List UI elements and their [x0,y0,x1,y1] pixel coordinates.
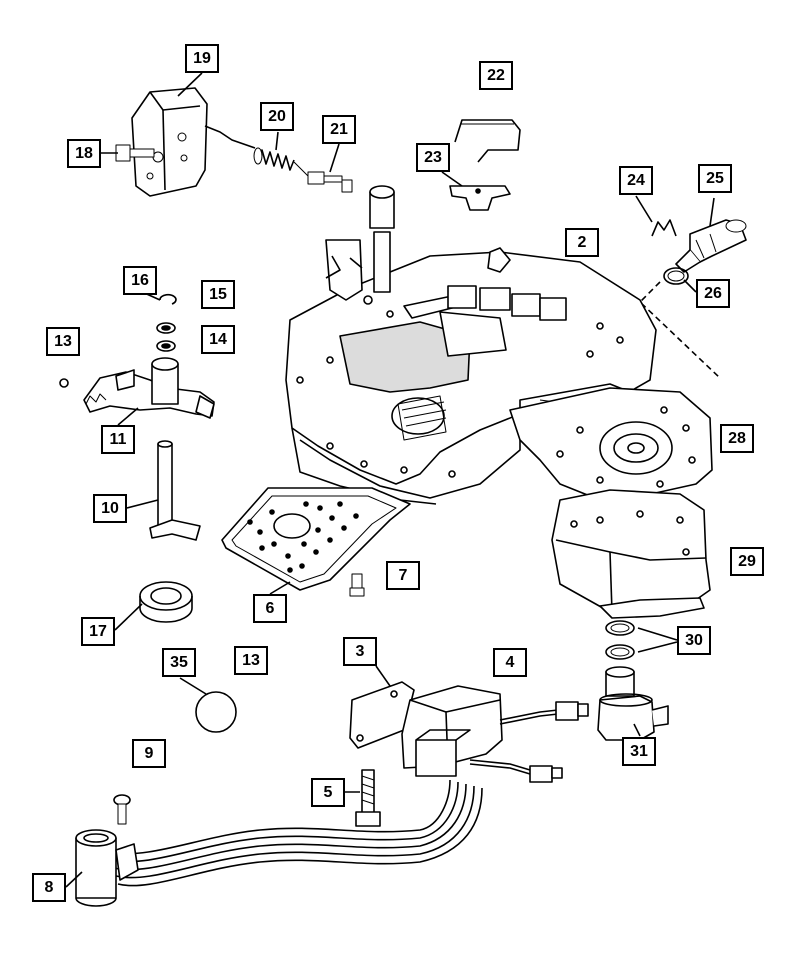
callout-6: 6 [253,594,287,623]
part-29-lower-body [551,489,711,619]
callout-19: 19 [185,44,219,73]
part-24-clip [651,219,677,237]
part-30-o-ring-lower [605,644,635,660]
part-20-spring [253,147,295,171]
callout-26: 26 [696,279,730,308]
callout-22: 22 [479,61,513,90]
callout-3: 3 [343,637,377,666]
callout-31: 31 [622,737,656,766]
part-11-lever [83,357,215,419]
callout-18: 18 [67,139,101,168]
part-25-sensor [675,219,747,273]
part-31-sensor [597,666,669,741]
part-13-check-ball [59,378,69,388]
callout-35: 35 [162,648,196,677]
callout-17: 17 [81,617,115,646]
part-17-seal [139,581,193,623]
part-21-valve [293,161,353,193]
callout-13-center: 13 [234,646,268,675]
callout-28: 28 [720,424,754,453]
part-8-harness [75,779,483,907]
callout-24: 24 [619,166,653,195]
part-4-solenoid-pack [401,685,589,783]
part-9-screw [113,794,131,825]
callout-16: 16 [123,266,157,295]
part-26-o-ring [663,267,689,285]
callout-25: 25 [698,164,732,193]
callout-23: 23 [416,143,450,172]
callout-11: 11 [101,425,135,454]
part-6-filter [221,487,411,591]
part-28-separator-plate [509,387,713,501]
callout-14: 14 [201,325,235,354]
part-23-bracket [449,185,511,211]
part-16-e-clip [159,293,177,305]
part-7-plug [349,573,365,597]
callout-8: 8 [32,873,66,902]
part-3-bracket [349,681,415,749]
part-5-bolt [355,769,381,827]
callout-13-left: 13 [46,327,80,356]
callout-4: 4 [493,648,527,677]
callout-20: 20 [260,102,294,131]
callout-2: 2 [565,228,599,257]
callout-9: 9 [132,739,166,768]
callout-30: 30 [677,626,711,655]
callout-29: 29 [730,547,764,576]
part-35-ball [195,691,237,733]
part-10-shaft [149,440,201,541]
part-22-clip [454,119,521,163]
callout-7: 7 [386,561,420,590]
callout-5: 5 [311,778,345,807]
part-19-bracket [131,87,208,197]
callout-15: 15 [201,280,235,309]
part-30-o-ring-upper [605,620,635,636]
part-18-bolt [115,144,155,162]
callout-10: 10 [93,494,127,523]
callout-21: 21 [322,115,356,144]
